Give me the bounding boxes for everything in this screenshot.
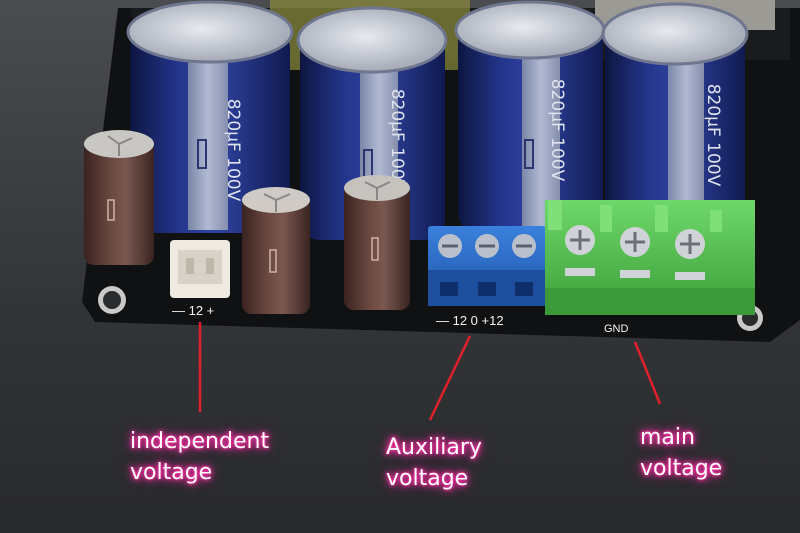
annotation-line: main bbox=[640, 425, 695, 450]
annotation-line: voltage bbox=[130, 460, 213, 485]
svg-text:820µF 100V: 820µF 100V bbox=[387, 89, 407, 192]
independent-voltage-connector bbox=[170, 240, 230, 298]
independent-voltage-annotation: independent voltage bbox=[130, 426, 269, 488]
small-capacitor-3 bbox=[344, 175, 410, 310]
big-capacitor-2: 820µF 100V bbox=[296, 6, 448, 240]
svg-text:820µF 100V: 820µF 100V bbox=[547, 79, 567, 182]
small-capacitor-1 bbox=[84, 130, 154, 265]
big-capacitor-3: 820µF 100V bbox=[454, 0, 606, 233]
annotation-line: Auxiliary bbox=[386, 435, 482, 460]
main-voltage-terminal bbox=[545, 200, 755, 315]
auxiliary-pin-label: — 12 0 +12 bbox=[436, 313, 504, 328]
big-capacitor-1: 820µF 100V bbox=[126, 0, 294, 233]
annotation-line: voltage bbox=[386, 466, 469, 491]
auxiliary-voltage-annotation: Auxiliary voltage bbox=[386, 432, 482, 494]
big-capacitor-4: 820µF 100V bbox=[601, 2, 749, 235]
svg-text:820µF 100V: 820µF 100V bbox=[223, 99, 243, 202]
main-voltage-annotation: main voltage bbox=[640, 422, 722, 484]
small-capacitor-2 bbox=[242, 187, 310, 314]
main-terminal-label: GND bbox=[604, 323, 629, 335]
auxiliary-voltage-terminal bbox=[428, 226, 546, 306]
arrow-main bbox=[633, 341, 662, 405]
annotation-line: independent bbox=[130, 429, 270, 454]
independent-pin-label: — 12 + bbox=[172, 303, 214, 318]
annotation-line: voltage bbox=[640, 456, 723, 481]
arrow-auxiliary bbox=[428, 335, 472, 421]
svg-text:820µF 100V: 820µF 100V bbox=[703, 84, 723, 187]
mounting-hole-left bbox=[98, 286, 126, 314]
